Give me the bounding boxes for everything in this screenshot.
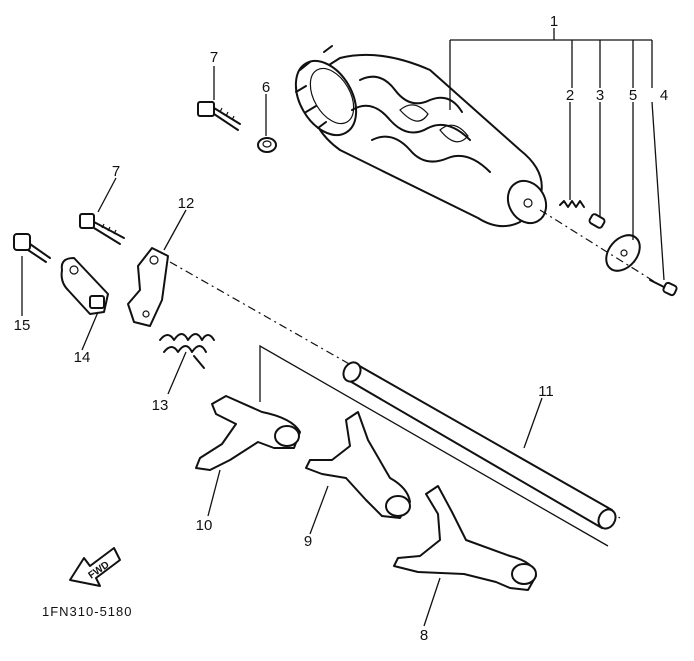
callout-6: 6 [262,79,270,96]
callout-10: 10 [196,517,213,534]
callout-7-top: 7 [210,49,218,66]
callout-1: 1 [550,13,558,30]
shift-arm [127,247,169,327]
drawing-code: 1FN310-5180 [42,604,133,619]
shift-pin [588,213,606,229]
callout-11: 11 [538,383,554,400]
callout-12: 12 [178,195,195,212]
detent-spring [559,200,585,208]
callout-14: 14 [74,349,91,366]
shift-fork-9 [305,411,411,519]
stopper-lever [60,257,109,315]
callout-4: 4 [660,87,668,104]
shift-fork-10 [195,395,301,471]
callout-15: 15 [14,317,31,334]
return-spring [159,333,215,369]
callout-8: 8 [420,627,428,644]
callout-3: 3 [596,87,604,104]
callout-13: 13 [152,397,169,414]
shift-drum [294,45,548,228]
callout-5: 5 [629,87,637,104]
segment-plate [605,234,641,272]
callout-9: 9 [304,533,312,550]
bolt-left [79,213,125,245]
guide-bar [342,361,617,530]
bolt-15 [13,233,51,263]
bolt-top [197,101,241,131]
leader-lines [21,28,665,627]
plate-screw [649,279,678,297]
callout-7-left: 7 [112,163,120,180]
collar [257,137,277,153]
fwd-arrow-icon: FWD [69,547,121,587]
callout-2: 2 [566,87,574,104]
callouts: 1 2 3 4 5 6 7 7 8 9 10 11 12 13 14 15 [14,13,669,644]
shift-fork-8 [393,485,537,591]
